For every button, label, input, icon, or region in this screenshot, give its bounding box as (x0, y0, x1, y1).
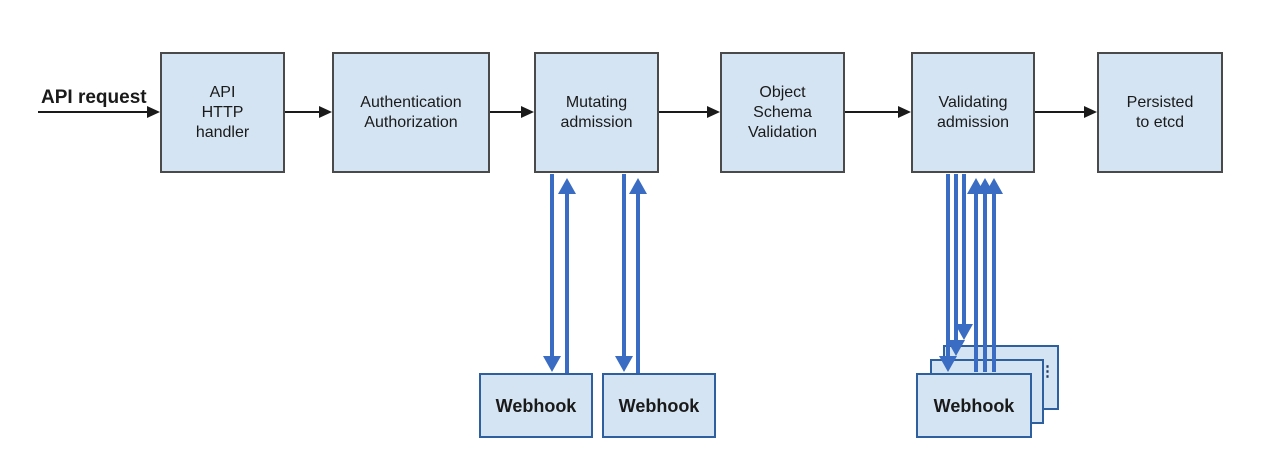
webhook-response-arrow-up (985, 178, 1003, 372)
webhook-request-arrow-down (939, 174, 957, 372)
webhook-response-arrow-up (629, 178, 647, 373)
flow-arrow-validating-to-etcd (1035, 106, 1097, 118)
mutating-webhook-arrows (543, 174, 647, 373)
flow-arrow-mutating-to-schema (659, 106, 720, 118)
more-webhooks-ellipsis: ⋮ (1040, 363, 1055, 380)
webhook-response-arrow-up (558, 178, 576, 373)
webhook-request-arrow-down (955, 174, 973, 340)
webhook-request-arrow-down (543, 174, 561, 372)
flow-arrow-auth-to-mutating (490, 106, 534, 118)
webhook-request-arrow-down (947, 174, 965, 356)
flow-arrow-schema-to-validating (845, 106, 911, 118)
flow-node-persisted-to-etcd: Persisted to etcd (1097, 52, 1223, 173)
validating-webhook-arrows (939, 174, 1003, 372)
webhook-box-mutating-2: Webhook (602, 373, 716, 438)
flow-arrow-handler-to-auth (285, 106, 332, 118)
flow-node-mutating-admission: Mutating admission (534, 52, 659, 173)
flow-node-validating-admission: Validating admission (911, 52, 1035, 173)
webhook-response-arrow-up (967, 178, 985, 372)
flow-node-authn-authz: Authentication Authorization (332, 52, 490, 173)
api-request-label: API request (41, 87, 147, 108)
webhook-response-arrow-up (976, 178, 994, 372)
flow-node-object-schema-validation: Object Schema Validation (720, 52, 845, 173)
flow-node-api-http-handler: API HTTP handler (160, 52, 285, 173)
webhook-box-mutating-1: Webhook (479, 373, 593, 438)
webhook-box-validating: Webhook (916, 373, 1032, 438)
webhook-request-arrow-down (615, 174, 633, 372)
